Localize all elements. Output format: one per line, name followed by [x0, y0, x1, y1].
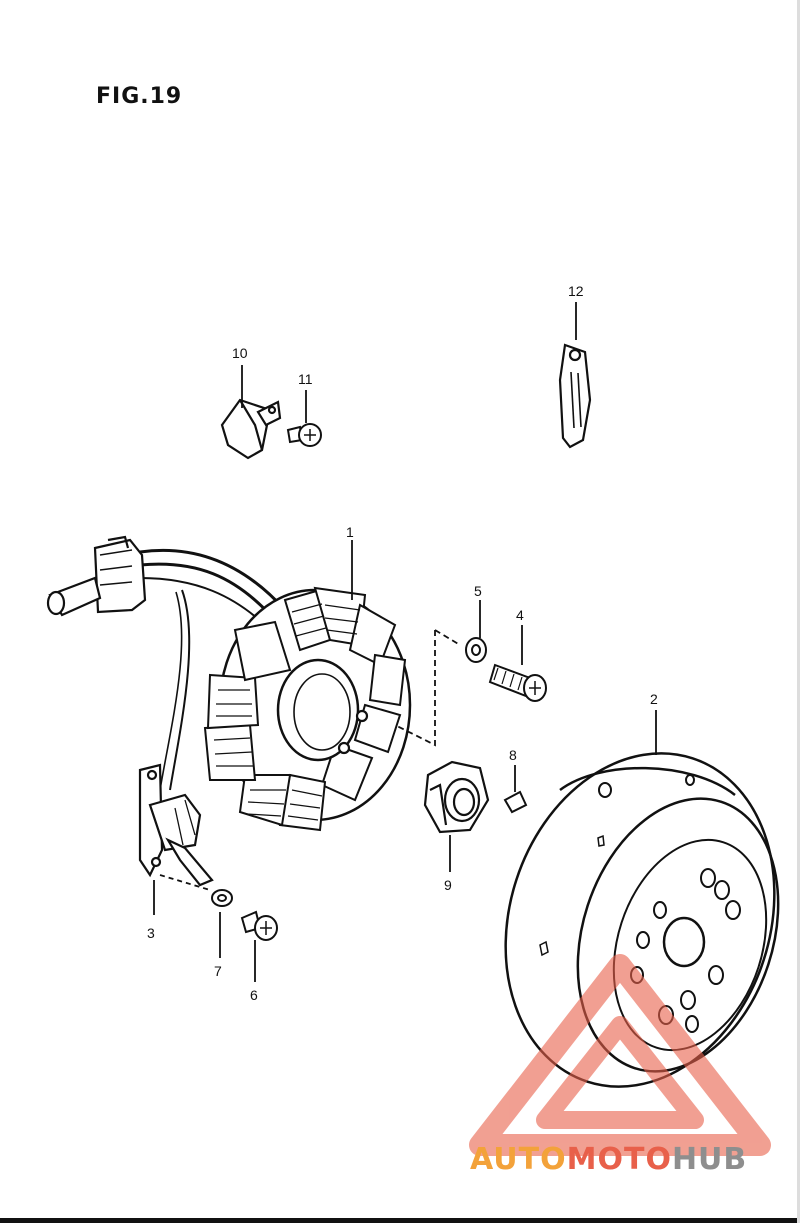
part-9-nut [423, 760, 490, 834]
watermark-logo-icon [469, 954, 771, 1156]
callout-5: 5 [474, 583, 482, 599]
callout-labels: 1 2 3 4 5 6 7 8 9 10 11 12 [147, 283, 658, 1003]
frame-right-border [797, 0, 800, 1223]
callout-8: 8 [509, 747, 517, 763]
part-6-screw [240, 910, 278, 941]
part-10-clamp [220, 398, 282, 460]
callout-12: 12 [568, 283, 584, 299]
logo-part-auto: AUTO [470, 1142, 567, 1177]
logo-part-hub: HUB [671, 1142, 748, 1177]
callout-3: 3 [147, 925, 155, 941]
callout-9: 9 [444, 877, 452, 893]
part-11-screw [286, 423, 322, 447]
logo-part-moto: MOTO [566, 1142, 672, 1177]
part-2-rotor [504, 752, 780, 1088]
callout-10: 10 [232, 345, 248, 361]
part-4-bolt [488, 663, 547, 702]
callout-2: 2 [650, 691, 658, 707]
part-8-key [503, 790, 528, 814]
leader-lines [153, 302, 657, 982]
part-3-pickup-coil [138, 763, 214, 887]
frame-bottom-border [0, 1218, 800, 1223]
part-1-stator [46, 535, 412, 832]
part-7-washer [211, 889, 233, 907]
callout-11: 11 [298, 371, 313, 387]
figure-title: FIG.19 [96, 84, 183, 109]
callout-1: 1 [346, 524, 354, 540]
callout-4: 4 [516, 607, 524, 623]
watermark-logo-text: AUTOMOTOHUB [470, 1142, 747, 1177]
part-12-bracket [558, 343, 592, 449]
callout-7: 7 [214, 963, 222, 979]
callout-6: 6 [250, 987, 258, 1003]
part-5-lock-washer [465, 637, 487, 663]
